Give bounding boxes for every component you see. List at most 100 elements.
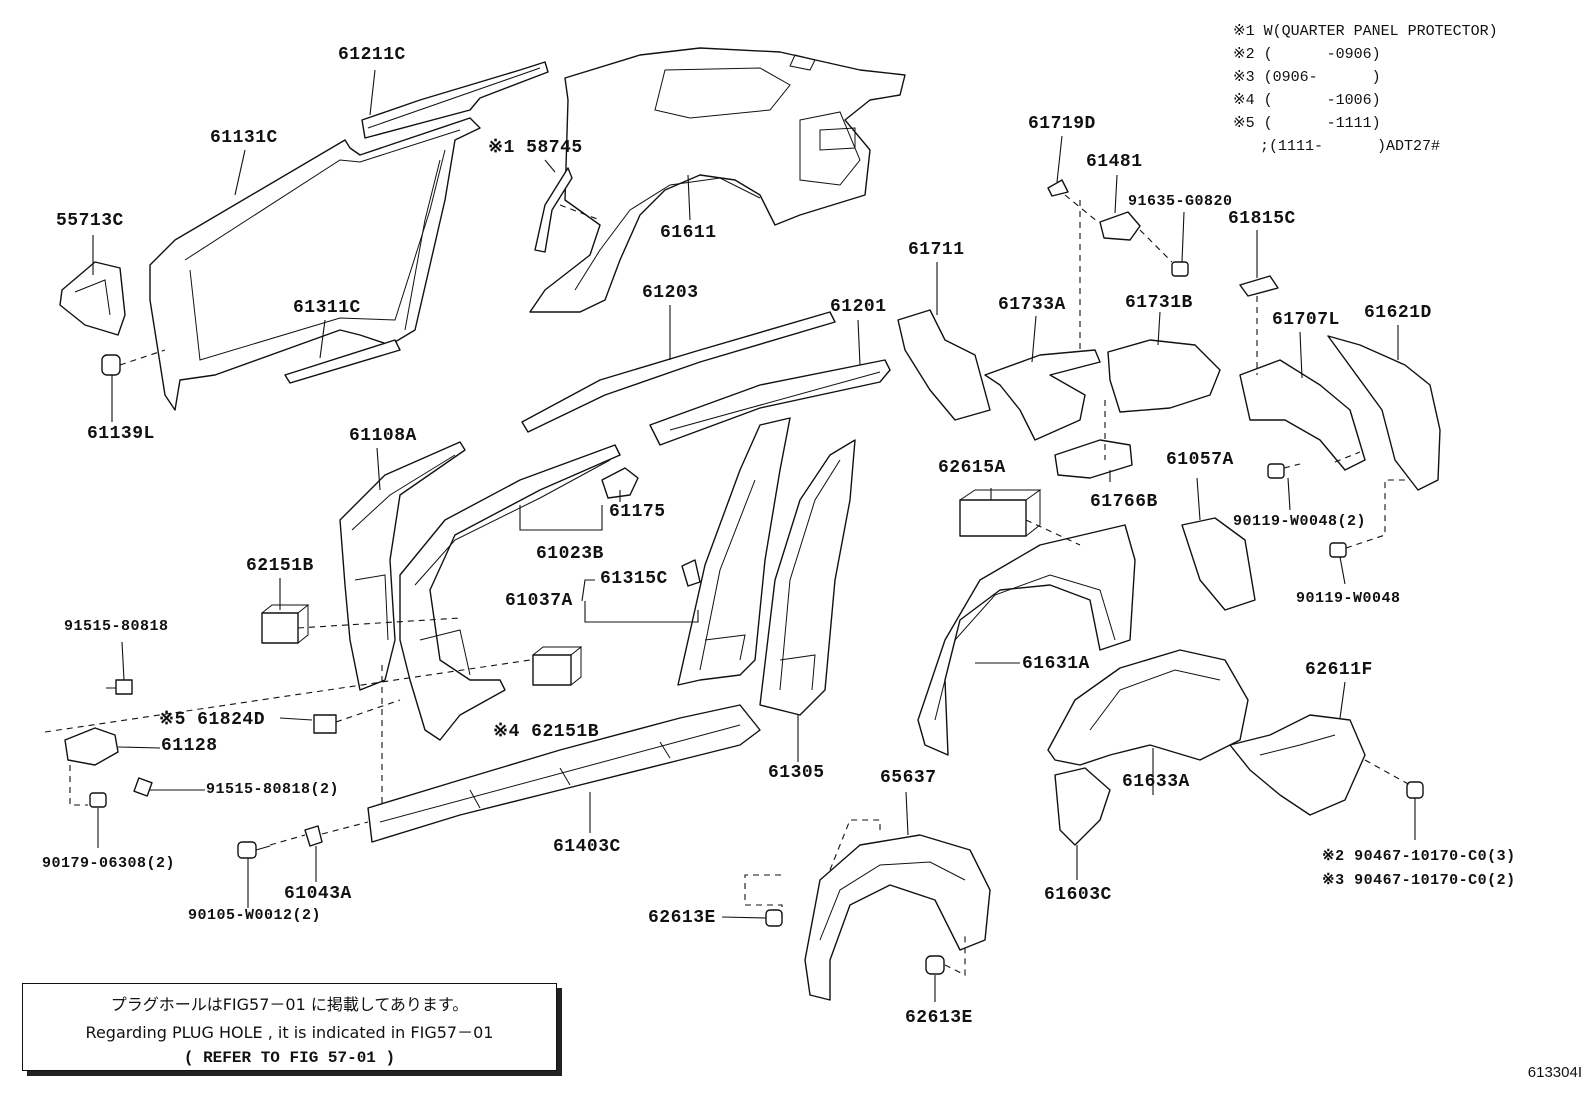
- label-61201: 61201: [830, 297, 887, 317]
- bolt-90119-lower: [1329, 542, 1347, 558]
- part-61128: [64, 727, 119, 766]
- label-90105-W0012: 90105-W0012(2): [188, 907, 322, 924]
- label-61731B: 61731B: [1125, 293, 1193, 313]
- label-61128: 61128: [161, 736, 218, 756]
- clip-61043A: [304, 825, 323, 847]
- part-61211C: [361, 61, 549, 139]
- part-61611: [529, 47, 906, 313]
- footnote-5: ※5 ( -1111): [1233, 115, 1381, 132]
- part-61603C: [1054, 767, 1111, 846]
- part-61201: [649, 359, 891, 446]
- part-61633A: [1047, 649, 1249, 766]
- bolt-91635: [1171, 261, 1189, 277]
- label-62613E-bottom: 62613E: [905, 1008, 973, 1028]
- footnote-1: ※1 W(QUARTER PANEL PROTECTOR): [1233, 23, 1498, 40]
- label-61037A: 61037A: [505, 591, 573, 611]
- part-61108A: [339, 441, 466, 691]
- label-61023B: 61023B: [536, 544, 604, 564]
- part-65637: [804, 834, 991, 1001]
- part-61131C: [149, 117, 481, 411]
- label-61057A: 61057A: [1166, 450, 1234, 470]
- label-91635-G0820: 91635-G0820: [1128, 193, 1233, 210]
- label-55713C: 55713C: [56, 211, 124, 231]
- label-61633A: 61633A: [1122, 772, 1190, 792]
- footnote-2: ※2 ( -0906): [1233, 46, 1381, 63]
- label-61305: 61305: [768, 763, 825, 783]
- label-61603C: 61603C: [1044, 885, 1112, 905]
- label-61481: 61481: [1086, 152, 1143, 172]
- label-61711: 61711: [908, 240, 965, 260]
- label-61315C: 61315C: [600, 569, 668, 589]
- label-91515-80818-2: 91515-80818(2): [206, 781, 340, 798]
- part-61057A: [1181, 517, 1256, 611]
- label-61815C: 61815C: [1228, 209, 1296, 229]
- label-62611F: 62611F: [1305, 660, 1373, 680]
- label-90119-W0048: 90119-W0048: [1296, 590, 1401, 607]
- label-61311C: 61311C: [293, 298, 361, 318]
- figure-id: 613304I: [1527, 1064, 1582, 1081]
- part-61731B: [1107, 339, 1221, 413]
- label-61707L: 61707L: [1272, 310, 1340, 330]
- label-65637: 65637: [880, 768, 937, 788]
- part-61403C: [367, 704, 761, 843]
- bolt-91515-lower: [133, 777, 153, 797]
- label-62615A: 62615A: [938, 458, 1006, 478]
- part-61315C: [681, 559, 701, 587]
- footnote-legend: ※1 W(QUARTER PANEL PROTECTOR) ※2 ( -0906…: [1233, 20, 1498, 158]
- label-61719D: 61719D: [1028, 114, 1096, 134]
- label-61621D: 61621D: [1364, 303, 1432, 323]
- label-61175: 61175: [609, 502, 666, 522]
- label-91515-80818: 91515-80818: [64, 618, 169, 635]
- part-62615A: [959, 489, 1042, 537]
- part-61824D: [313, 714, 337, 734]
- part-58745: [534, 167, 573, 253]
- label-62151B-lower: ※4 62151B: [493, 722, 599, 742]
- label-62151B-upper: 62151B: [246, 556, 314, 576]
- part-61175: [601, 467, 639, 499]
- footnote-6: ;(1111- )ADT27#: [1233, 138, 1441, 155]
- label-61108A: 61108A: [349, 426, 417, 446]
- part-61733A: [984, 349, 1101, 441]
- part-61037A: [677, 417, 791, 686]
- bolt-90119-upper: [1267, 463, 1285, 479]
- label-61211C: 61211C: [338, 45, 406, 65]
- label-61043A: 61043A: [284, 884, 352, 904]
- footnote-4: ※4 ( -1006): [1233, 92, 1381, 109]
- part-61023B: [399, 444, 621, 741]
- part-61719D: [1047, 179, 1069, 197]
- label-61131C: 61131C: [210, 128, 278, 148]
- label-90467-10170-C0-3: ※2 90467-10170-C0(3): [1322, 848, 1516, 865]
- part-62151B-lower: [532, 646, 583, 686]
- leader-lines: [92, 69, 1416, 1002]
- label-90119-W0048-2: 90119-W0048(2): [1233, 513, 1367, 530]
- label-62613E-left: 62613E: [648, 908, 716, 928]
- part-61305: [759, 439, 856, 716]
- note-japanese: プラグホールはFIG57－01 に掲載してあります。: [110, 995, 469, 1014]
- label-61139L: 61139L: [87, 424, 155, 444]
- label-58745: ※1 58745: [488, 138, 583, 158]
- bolt-90105: [237, 841, 271, 859]
- note-english: Regarding PLUG HOLE , it is indicated in…: [85, 1023, 494, 1042]
- part-62151B-upper: [261, 604, 310, 644]
- alignment-lines: [44, 194, 1411, 976]
- part-62611F: [1229, 714, 1366, 816]
- part-61766B: [1054, 439, 1133, 479]
- label-61403C: 61403C: [553, 837, 621, 857]
- note-reference: ( REFER TO FIG 57-01 ): [183, 1049, 396, 1067]
- label-61203: 61203: [642, 283, 699, 303]
- label-61631A: 61631A: [1022, 654, 1090, 674]
- clip-90467: [1406, 781, 1424, 799]
- part-61631A: [917, 524, 1136, 756]
- label-61611: 61611: [660, 223, 717, 243]
- part-61139L: [101, 354, 121, 376]
- part-61711: [897, 309, 991, 421]
- label-61766B: 61766B: [1090, 492, 1158, 512]
- part-61707L: [1239, 359, 1366, 471]
- part-61481: [1099, 211, 1141, 241]
- part-61203: [521, 311, 836, 433]
- part-61815C: [1239, 275, 1279, 297]
- footnote-3: ※3 (0906- ): [1233, 69, 1381, 86]
- nut-90179: [89, 792, 107, 808]
